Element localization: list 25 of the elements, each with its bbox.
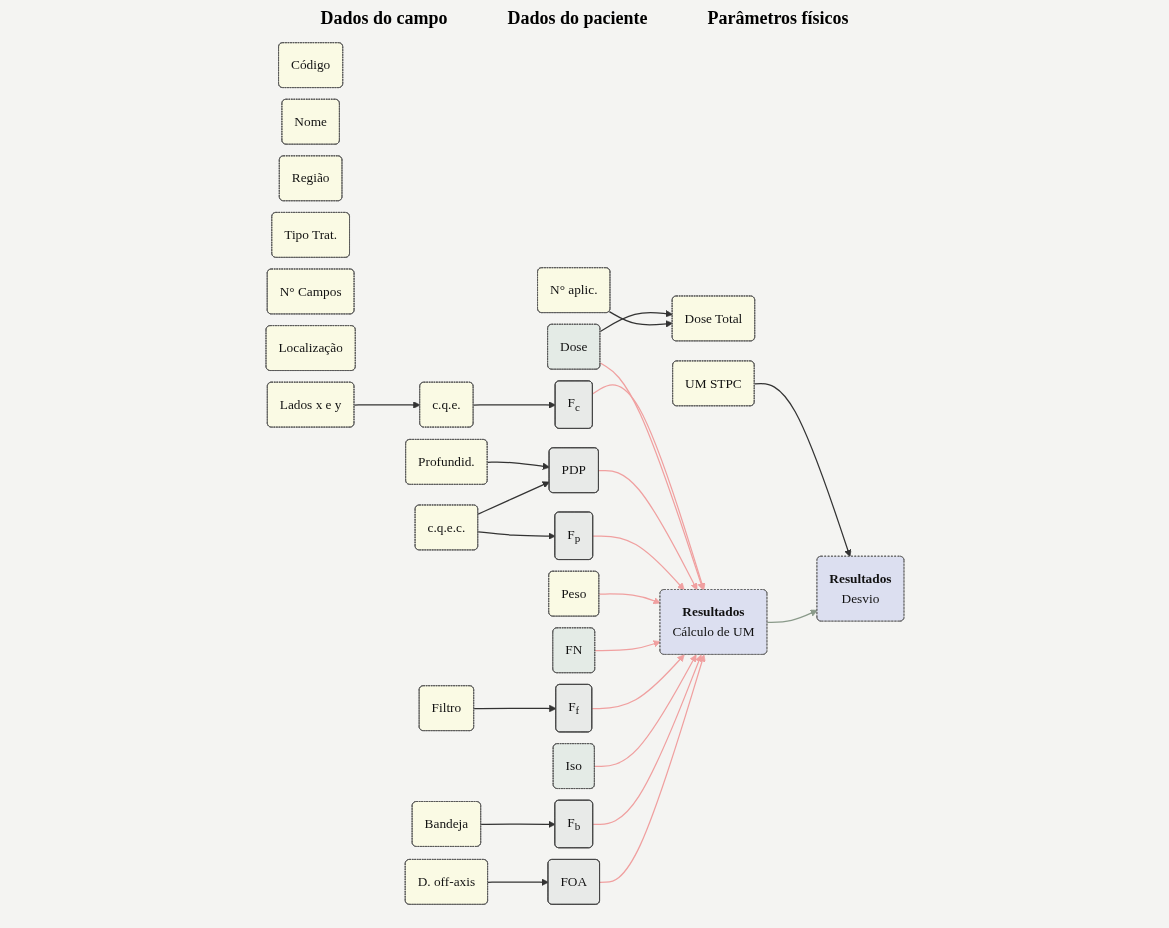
- arrow: [477, 480, 550, 515]
- column-heading: Dados do paciente: [507, 8, 648, 29]
- arrow: [593, 654, 696, 767]
- arrow: [472, 400, 556, 409]
- arrow: [599, 309, 673, 332]
- arrow: [591, 383, 705, 590]
- arrow: [753, 382, 851, 557]
- arrow: [480, 820, 556, 828]
- arrow: [608, 310, 673, 327]
- arrow: [591, 654, 685, 709]
- column-heading: Parâmetros físicos: [707, 8, 849, 29]
- arrow: [599, 361, 705, 590]
- arrow: [486, 878, 549, 886]
- arrow: [472, 704, 556, 712]
- arrow: [592, 654, 702, 825]
- arrow: [353, 400, 420, 409]
- arrow: [766, 609, 818, 623]
- arrow: [477, 530, 556, 540]
- arrow: [594, 639, 661, 651]
- arrow: [598, 592, 661, 604]
- arrow: [598, 654, 706, 883]
- arrow: [592, 534, 685, 590]
- arrow: [486, 461, 550, 470]
- column-heading: Dados do campo: [320, 8, 448, 29]
- arrow: [597, 469, 697, 590]
